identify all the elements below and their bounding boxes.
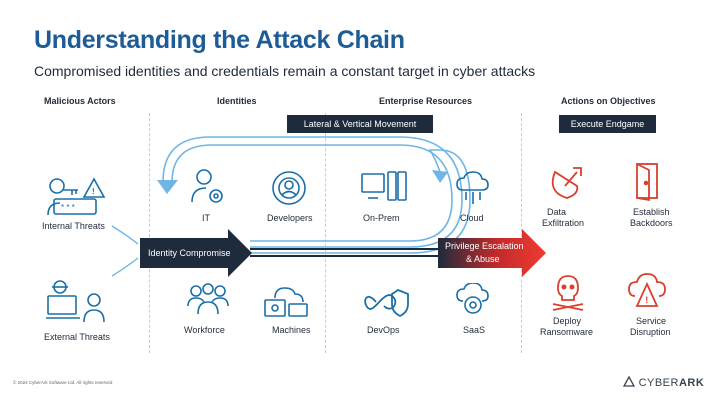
svg-text:!: !: [92, 187, 95, 196]
identity-compromise-label: Identity Compromise: [148, 248, 231, 258]
internal-threats-label: Internal Threats: [42, 221, 105, 231]
identity-workforce-label: Workforce: [184, 325, 225, 335]
tag-execute-endgame: Execute Endgame: [559, 115, 656, 133]
privilege-escalation-arrow: [438, 229, 546, 277]
column-heading-identities: Identities: [217, 96, 257, 106]
resource-devops-label: DevOps: [367, 325, 400, 335]
page-title: Understanding the Attack Chain: [34, 26, 405, 54]
resource-saas-label: SaaS: [463, 325, 486, 335]
machines-icon: [264, 287, 308, 317]
identity-machines-label: Machines: [272, 325, 311, 335]
external-threat-icon: [46, 280, 105, 323]
tag-lateral-movement: Lateral & Vertical Movement: [287, 115, 433, 133]
privilege-escalation-label-1: Privilege Escalation: [445, 241, 524, 251]
page-subtitle: Compromised identities and credentials r…: [34, 63, 536, 79]
copyright-footer: © 2024 CyberArk Software Ltd. All rights…: [13, 380, 113, 385]
column-heading-actors: Malicious Actors: [44, 96, 116, 106]
objective-ransomware-label-1: Deploy: [553, 316, 582, 326]
on-prem-icon: [361, 171, 407, 201]
divider-3: [521, 113, 522, 353]
cyberark-logo: CYBERARK: [622, 375, 705, 389]
external-threats-label: External Threats: [44, 332, 110, 342]
objective-disruption-label-1: Service: [636, 316, 667, 326]
devops-icon: [364, 288, 409, 318]
developers-icon: [272, 171, 306, 205]
identity-developers-label: Developers: [267, 213, 313, 223]
column-heading-objectives: Actions on Objectives: [561, 96, 656, 106]
logo-text-cyber: CYBER: [638, 377, 679, 389]
cloud-icon: [456, 171, 489, 204]
divider-1: [149, 113, 150, 353]
internal-threat-icon: * * * !: [47, 177, 106, 216]
identity-it-label: IT: [202, 213, 210, 223]
objective-backdoors-label-1: Establish: [633, 207, 670, 217]
ransomware-skull-icon: [552, 275, 584, 311]
loop-arrowheads: [157, 170, 448, 194]
objective-data-label-2: Exfiltration: [542, 218, 585, 228]
objective-data-label-1: Data: [547, 207, 567, 217]
flow-lines: [250, 248, 440, 257]
service-disruption-icon: !: [628, 273, 666, 307]
backdoor-icon: [636, 163, 658, 202]
divider-2: [325, 113, 326, 353]
objective-disruption-label-2: Disruption: [630, 327, 671, 337]
actor-connectors: [111, 225, 139, 277]
identity-compromise-arrow: [140, 229, 252, 277]
resource-cloud-label: Cloud: [460, 213, 484, 223]
svg-text:!: !: [645, 295, 648, 305]
privilege-escalation-label-2: & Abuse: [466, 254, 500, 264]
svg-text:* * *: * * *: [61, 203, 75, 212]
cyberark-mark-icon: [622, 375, 636, 387]
it-user-icon: [191, 169, 223, 203]
objective-backdoors-label-2: Backdoors: [630, 218, 673, 228]
workforce-icon: [187, 283, 229, 315]
saas-icon: [456, 283, 489, 314]
logo-text-ark: ARK: [678, 377, 705, 389]
objective-ransomware-label-2: Ransomware: [540, 327, 594, 337]
column-heading-resources: Enterprise Resources: [379, 96, 473, 106]
data-exfiltration-icon: [551, 167, 582, 199]
resource-on-prem-label: On-Prem: [363, 213, 400, 223]
